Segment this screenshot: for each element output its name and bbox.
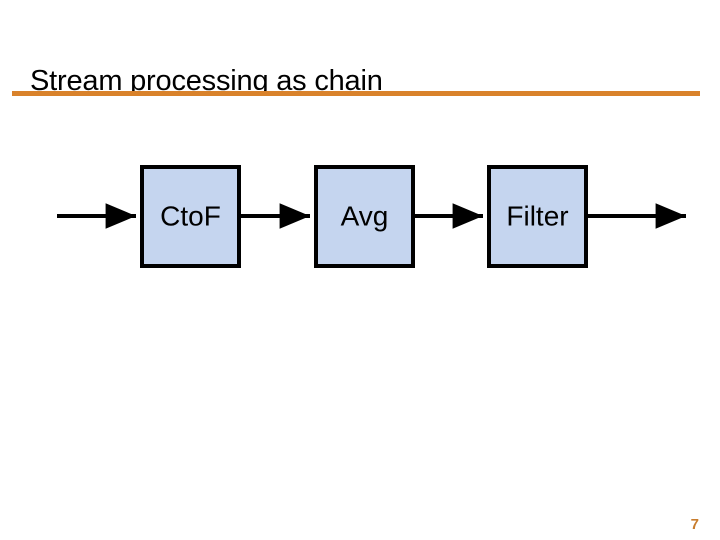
node-ctof[interactable]: CtoF bbox=[140, 165, 241, 268]
page-number: 7 bbox=[690, 516, 699, 533]
node-ctof-label: CtoF bbox=[160, 200, 221, 231]
node-filter-label: Filter bbox=[506, 200, 568, 231]
node-avg-label: Avg bbox=[341, 200, 389, 231]
node-filter[interactable]: Filter bbox=[487, 165, 588, 268]
title-divider-rule bbox=[12, 91, 700, 96]
node-avg[interactable]: Avg bbox=[314, 165, 415, 268]
